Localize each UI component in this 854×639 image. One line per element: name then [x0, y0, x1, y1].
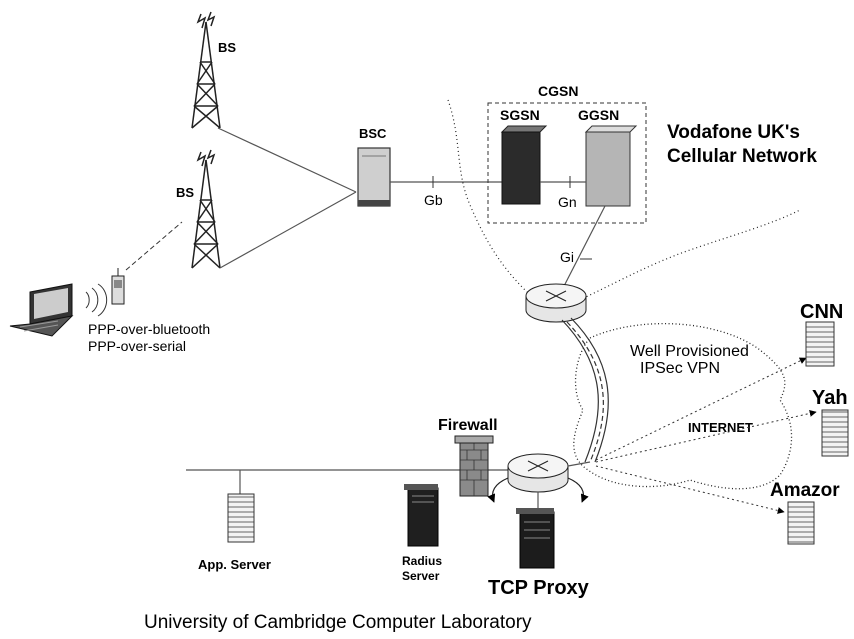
- amazon-label: Amazor: [770, 480, 840, 501]
- tcp-proxy-label: TCP Proxy: [488, 577, 590, 599]
- vodafone-title-line2: Cellular Network: [667, 146, 817, 167]
- bsc-label: BSC: [359, 126, 387, 141]
- cellular-network-boundary: [447, 99, 801, 305]
- gb-label: Gb: [424, 192, 443, 208]
- bluetooth-signal-icon: [85, 283, 108, 317]
- radio-link: [125, 221, 183, 271]
- link-label-line2: PPP-over-serial: [88, 338, 186, 354]
- internet-label: INTERNET: [688, 420, 753, 435]
- internet-cloud: [573, 322, 793, 490]
- bs-top-label: BS: [218, 40, 236, 55]
- cnn-label: CNN: [800, 301, 843, 323]
- router-icon: [507, 453, 569, 493]
- vpn-tunnel: [561, 317, 609, 463]
- firewall-icon: Firewall: [438, 417, 498, 497]
- radius-server: Radius Server: [402, 484, 442, 583]
- path-to-cnn: [595, 357, 807, 461]
- firewall-label: Firewall: [438, 417, 498, 434]
- lab-router-uplink: [567, 461, 591, 467]
- antenna-tower-icon: [191, 149, 221, 269]
- tcp-proxy-server: TCP Proxy: [488, 508, 590, 599]
- gi-label: Gi: [560, 249, 574, 265]
- path-to-amazon: [595, 465, 785, 514]
- ggsn-label: GGSN: [578, 107, 619, 123]
- router-icon: [525, 283, 587, 323]
- bs-top-link: [217, 127, 357, 193]
- vpn-label-line2: IPSec VPN: [640, 360, 720, 377]
- base-station-bottom: BS: [176, 149, 221, 269]
- cgsn-group: CGSN SGSN GGSN Gn: [487, 83, 647, 224]
- sgsn-label: SGSN: [500, 107, 540, 123]
- bsc-cabinet: BSC: [357, 126, 391, 207]
- redirect-arrow-left: [487, 477, 509, 503]
- ggsn-server: [584, 125, 638, 207]
- antenna-tower-icon: [191, 11, 221, 129]
- app-server: App. Server: [198, 493, 271, 572]
- cgsn-label: CGSN: [538, 83, 578, 99]
- gi-link: [561, 205, 606, 291]
- sgsn-server: [500, 125, 548, 205]
- app-server-label: App. Server: [198, 557, 271, 572]
- vpn-label-line1: Well Provisioned: [630, 343, 749, 360]
- redirect-arrow-right: [567, 477, 589, 503]
- diagram-caption: University of Cambridge Computer Laborat…: [144, 612, 532, 633]
- radius-label-line2: Server: [402, 569, 440, 583]
- yahoo-server: Yah: [812, 387, 849, 457]
- bs-bottom-link: [219, 191, 357, 269]
- base-station-top: BS: [191, 11, 236, 129]
- radius-label-line1: Radius: [402, 554, 442, 568]
- yahoo-label: Yah: [812, 387, 848, 409]
- gn-label: Gn: [558, 194, 577, 210]
- bs-bottom-label: BS: [176, 185, 194, 200]
- mobile-phone-icon: [111, 268, 125, 305]
- vodafone-title-line1: Vodafone UK's: [667, 122, 800, 143]
- link-label-line1: PPP-over-bluetooth: [88, 321, 210, 337]
- amazon-server: Amazor: [770, 480, 840, 545]
- cnn-server: CNN: [800, 301, 843, 367]
- laptop-icon: [9, 283, 74, 337]
